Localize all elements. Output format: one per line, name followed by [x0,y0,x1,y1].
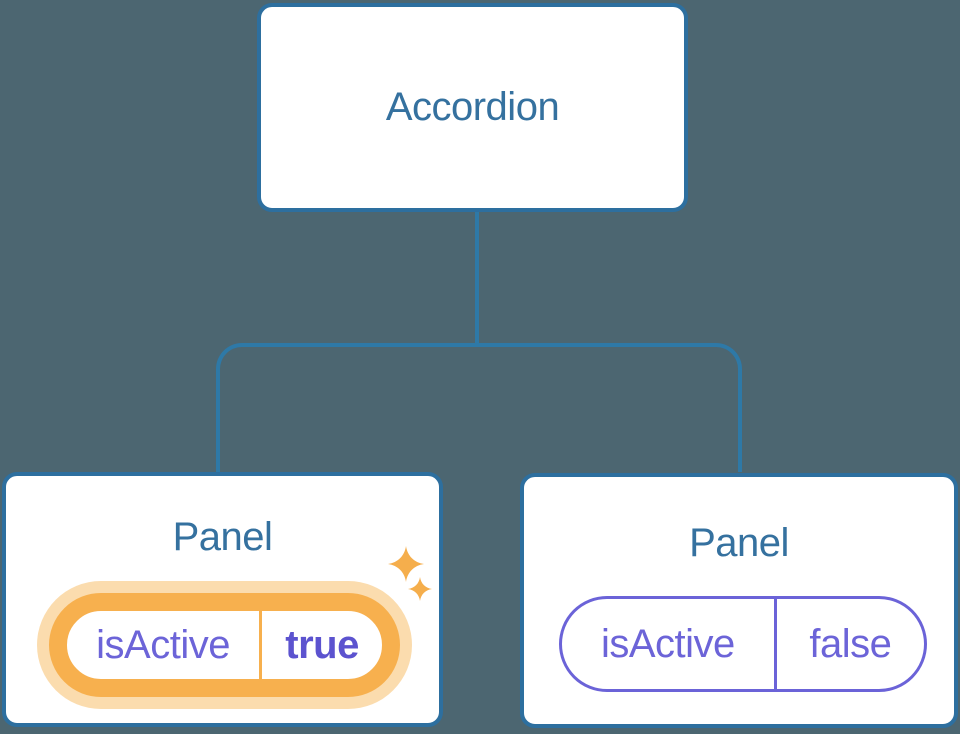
sparkle-icon [388,546,424,582]
panel-label: Panel [172,515,273,559]
pill-divider [773,599,777,689]
accordion-label: Accordion [385,85,560,129]
state-pill-active: isActive true [49,593,400,697]
pill-divider [259,611,263,679]
tree-connector-branch [216,343,742,472]
state-value-label: false [809,621,892,666]
state-key-label: isActive [96,622,230,667]
state-value-label: true [285,622,359,667]
tree-connector-stem [475,212,479,347]
sparkle-icon [408,577,432,601]
panel-node-active: Panel isActive true [2,472,443,727]
panel-label: Panel [689,521,789,565]
panel-node-inactive: Panel isActive false [520,473,958,728]
state-pill-inactive: isActive false [559,596,927,692]
accordion-node: Accordion [257,3,688,212]
state-key-label: isActive [600,621,735,666]
